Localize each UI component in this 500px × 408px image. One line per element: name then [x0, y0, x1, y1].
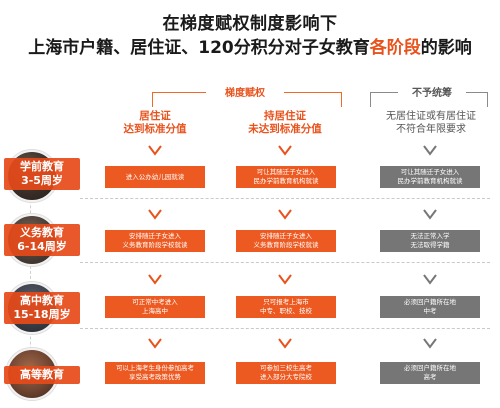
column-header-3-line2: 不符合年限要求 — [396, 124, 466, 135]
arrow-down-icon — [148, 272, 162, 286]
stage-label-compulsory: 义务教育 6-14周岁 — [4, 224, 80, 256]
page-subtitle: 上海市户籍、居住证、120分积分对子女教育各阶段的影响 — [0, 33, 500, 58]
stage-name-highschool: 高中教育 — [20, 294, 64, 307]
cell-text-line2: 义务教育阶段学校就读 — [122, 241, 188, 249]
arrow-down-icon — [278, 336, 292, 350]
cell-text-line2: 中专、职校、技校 — [260, 307, 312, 315]
cell-highschool-col2: 只可报考上海市 中专、职校、技校 — [236, 296, 336, 318]
row-separator-3 — [80, 328, 490, 329]
column-header-1: 居住证 达到标准分值 — [105, 110, 205, 136]
arrow-down-icon — [423, 143, 437, 157]
cell-text-line1: 可让其随迁子女进入 — [256, 168, 316, 176]
cell-text-line1: 可正常中考进入 — [132, 298, 178, 306]
stage-age-compulsory: 6-14周岁 — [17, 240, 67, 253]
row-separator-1 — [80, 198, 490, 199]
group-label-excluded: 不予统筹 — [398, 84, 466, 99]
group-label-tiered: 梯度赋权 — [206, 84, 284, 99]
column-header-3-line1: 无居住证或有居住证 — [386, 111, 476, 122]
cell-text-line1: 必须回户籍所在地 — [404, 298, 456, 306]
cell-higher-col2: 可参加三校生高考 进入部分大专院校 — [236, 362, 336, 384]
arrow-down-icon — [278, 207, 292, 221]
row-separator-2 — [80, 262, 490, 263]
cell-compulsory-col1: 安排随迁子女进入 义务教育阶段学校就读 — [105, 230, 205, 252]
cell-compulsory-col2: 安排随迁子女进入 义务教育阶段学校就读 — [236, 230, 336, 252]
cell-preschool-col1: 进入公办幼儿园就读 — [105, 166, 205, 188]
page-title: 在梯度赋权制度影响下 — [162, 14, 338, 34]
cell-preschool-col2: 可让其随迁子女进入 民办学前教育机构就读 — [236, 166, 336, 188]
cell-highschool-col3: 必须回户籍所在地 中考 — [380, 296, 480, 318]
cell-text-line2: 高考 — [423, 373, 437, 381]
cell-compulsory-col3: 无法正常入学 无法取得学籍 — [380, 230, 480, 252]
cell-text-line2: 进入部分大专院校 — [260, 373, 312, 381]
cell-higher-col1: 可以上海考生身份参加高考 享受高考政策优势 — [105, 362, 205, 384]
cell-text-line1: 必须回户籍所在地 — [404, 364, 456, 372]
column-header-1-line2: 达到标准分值 — [123, 123, 187, 135]
cell-preschool-col3: 可让其随迁子女进入 民办学前教育机构就读 — [380, 166, 480, 188]
subtitle-highlight: 各阶段 — [369, 38, 421, 58]
arrow-down-icon — [423, 336, 437, 350]
cell-text-line1: 可以上海考生身份参加高考 — [116, 364, 194, 372]
cell-text-line1: 进入公办幼儿园就读 — [125, 172, 185, 181]
arrow-down-icon — [423, 272, 437, 286]
arrow-down-icon — [278, 272, 292, 286]
arrow-down-icon — [148, 143, 162, 157]
column-header-1-line1: 居住证 — [139, 110, 171, 122]
cell-text-line1: 可让其随迁子女进入 — [400, 168, 460, 176]
arrow-down-icon — [278, 143, 292, 157]
cell-text-line2: 民办学前教育机构就读 — [397, 177, 463, 185]
arrow-down-icon — [423, 207, 437, 221]
subtitle-suffix: 的影响 — [420, 38, 472, 58]
stage-name-preschool: 学前教育 — [20, 160, 64, 173]
subtitle-prefix: 上海市户籍、居住证、120分积分对子女教育 — [28, 38, 370, 58]
stage-age-preschool: 3-5周岁 — [21, 174, 63, 187]
cell-text-line2: 上海高中 — [142, 307, 168, 315]
cell-text-line1: 只可报考上海市 — [263, 298, 309, 306]
stage-label-highschool: 高中教育 15-18周岁 — [4, 292, 80, 324]
cell-text-line2: 义务教育阶段学校就读 — [253, 241, 319, 249]
cell-text-line1: 可参加三校生高考 — [260, 364, 312, 372]
cell-text-line2: 中考 — [423, 307, 437, 315]
cell-text-line2: 民办学前教育机构就读 — [253, 177, 319, 185]
column-header-2-line2: 未达到标准分值 — [248, 123, 322, 135]
cell-text-line2: 无法取得学籍 — [410, 241, 450, 249]
cell-highschool-col1: 可正常中考进入 上海高中 — [105, 296, 205, 318]
cell-text-line1: 安排随迁子女进入 — [260, 232, 312, 240]
column-header-2-line1: 持居住证 — [264, 110, 306, 122]
stage-name-compulsory: 义务教育 — [20, 226, 64, 239]
stage-name-higher: 高等教育 — [20, 368, 64, 381]
cell-text-line2: 享受高考政策优势 — [129, 373, 181, 381]
stage-label-preschool: 学前教育 3-5周岁 — [4, 158, 80, 190]
column-header-3: 无居住证或有居住证 不符合年限要求 — [372, 110, 490, 136]
cell-higher-col3: 必须回户籍所在地 高考 — [380, 362, 480, 384]
cell-text-line1: 无法正常入学 — [410, 232, 450, 240]
arrow-down-icon — [148, 207, 162, 221]
cell-text-line1: 安排随迁子女进入 — [129, 232, 181, 240]
stage-label-higher: 高等教育 — [4, 366, 80, 384]
column-header-2: 持居住证 未达到标准分值 — [230, 110, 340, 136]
arrow-down-icon — [148, 336, 162, 350]
stage-age-highschool: 15-18周岁 — [13, 308, 71, 321]
